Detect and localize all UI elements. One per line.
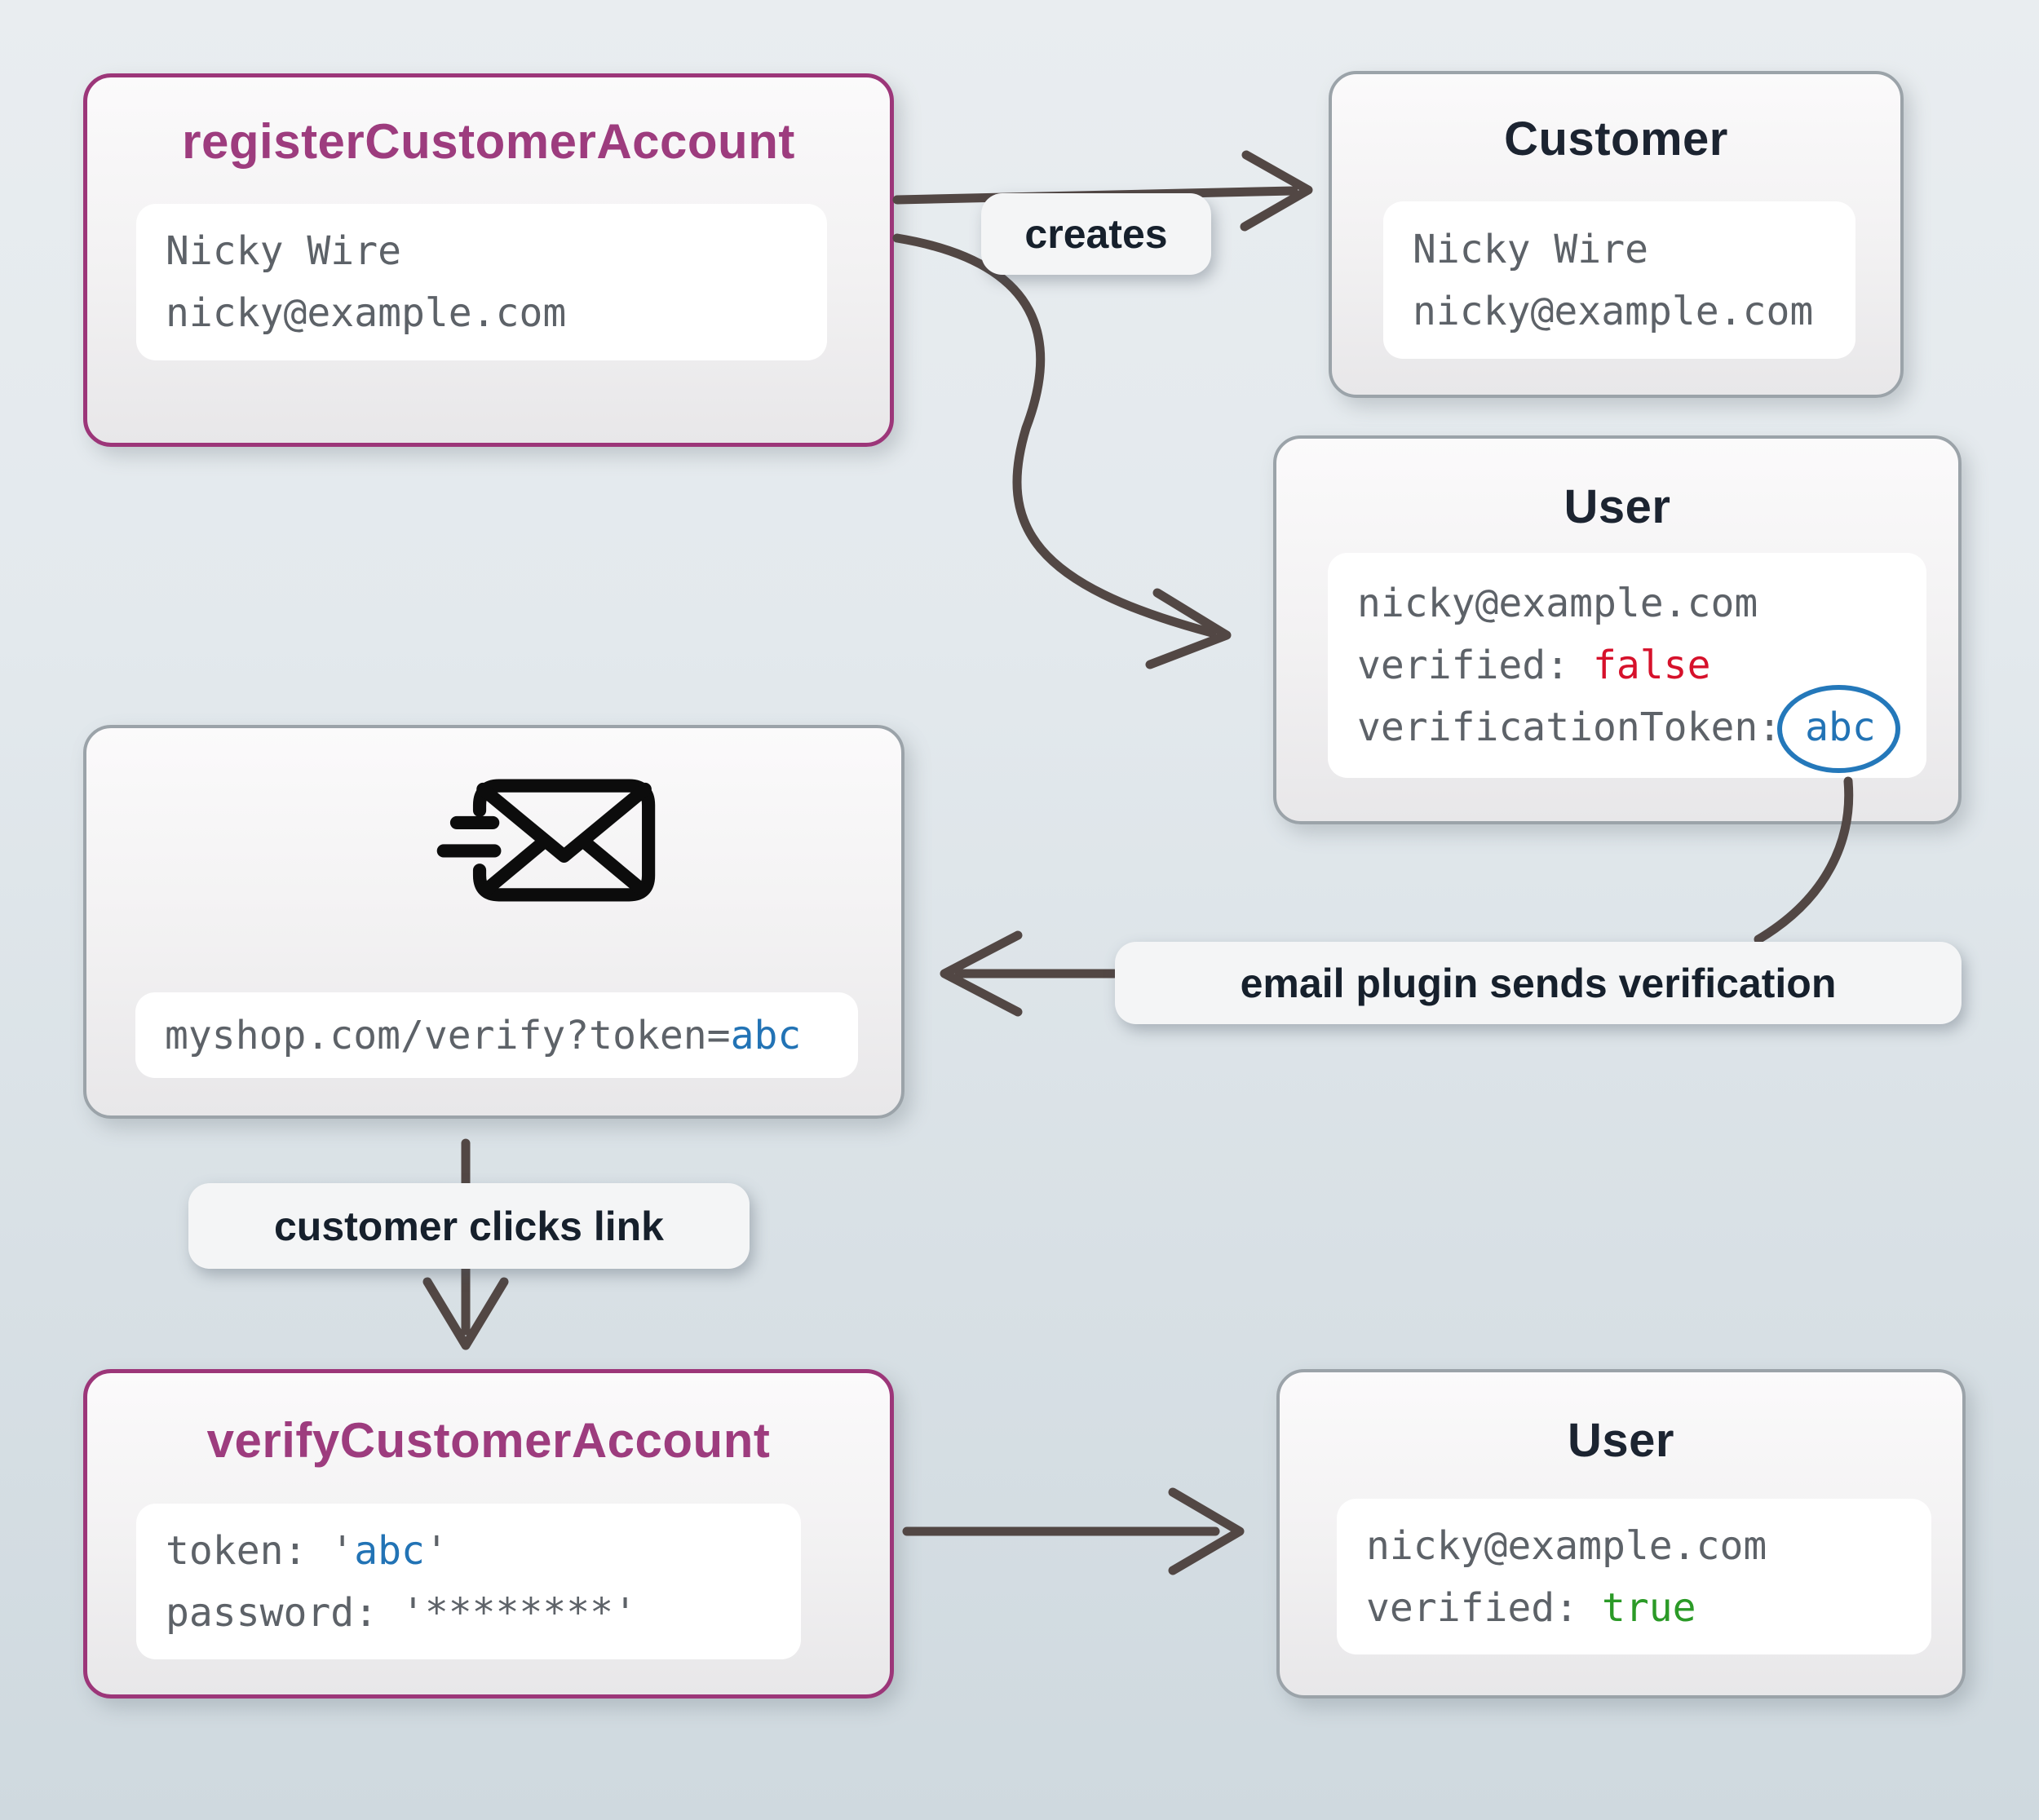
email-plugin-arrowhead	[940, 930, 1023, 1017]
creates-user-arrow-shaft	[892, 233, 1217, 638]
token-value: abc	[354, 1527, 425, 1574]
register-payload-box: Nicky Wire nicky@example.com	[136, 204, 827, 360]
customer-email-line: nicky@example.com	[1413, 288, 1814, 334]
user-unverified-email-line: nicky@example.com	[1357, 581, 1758, 626]
user-unverified-token-line: verificationToken: abc	[1357, 685, 1900, 773]
clicks-link-arrowhead	[422, 1277, 509, 1350]
node-title-user-unverified: User	[1564, 480, 1671, 533]
customer-name-line: Nicky Wire	[1413, 226, 1648, 272]
user-verified-verified-line: verified: true	[1366, 1577, 1902, 1639]
token-suffix: '	[424, 1527, 449, 1574]
register-email-line: nicky@example.com	[166, 290, 567, 336]
creates-customer-arrowhead	[1240, 150, 1313, 232]
verify-customer-account-node: verifyCustomerAccount token: 'abc' passw…	[83, 1369, 894, 1699]
node-title-customer: Customer	[1504, 113, 1728, 166]
verify-password-line: password: '********'	[166, 1589, 637, 1636]
send-email-icon	[436, 779, 656, 902]
verified-label: verified:	[1366, 1584, 1602, 1631]
verification-token-label: verificationToken:	[1357, 705, 1806, 750]
token-highlight-circle: abc	[1777, 685, 1900, 773]
register-name-line: Nicky Wire	[166, 228, 401, 274]
user-unverified-verified-line: verified: false	[1357, 634, 1897, 696]
customer-payload-box: Nicky Wire nicky@example.com	[1383, 201, 1855, 359]
email-plugin-label: email plugin sends verification	[1115, 942, 1962, 1024]
verify-token-line: token: 'abc'	[166, 1520, 772, 1582]
creates-label: creates	[981, 193, 1211, 275]
node-title-verify: verifyCustomerAccount	[206, 1413, 771, 1468]
verification-link-line: myshop.com/verify?token=abc	[165, 1005, 829, 1067]
user-unverified-payload-box: nicky@example.com verified: false verifi…	[1328, 553, 1926, 778]
email-node: myshop.com/verify?token=abc	[83, 725, 905, 1119]
customer-clicks-link-label: customer clicks link	[188, 1183, 750, 1269]
verify-user-arrowhead	[1168, 1487, 1245, 1575]
register-customer-account-node: registerCustomerAccount Nicky Wire nicky…	[83, 73, 894, 447]
verified-value-true: true	[1601, 1584, 1696, 1631]
token-prefix: token: '	[166, 1527, 355, 1574]
node-title-register: registerCustomerAccount	[182, 114, 795, 169]
verify-payload-box: token: 'abc' password: '********'	[136, 1504, 801, 1659]
user-verified-email-line: nicky@example.com	[1366, 1522, 1767, 1569]
node-title-user-verified: User	[1568, 1414, 1674, 1467]
creates-user-arrowhead	[1145, 588, 1232, 669]
verification-url-token: abc	[730, 1012, 802, 1058]
verification-link-box: myshop.com/verify?token=abc	[135, 992, 858, 1078]
user-verified-node: User nicky@example.com verified: true	[1276, 1369, 1966, 1699]
token-value: abc	[1805, 705, 1876, 750]
verified-label: verified:	[1357, 643, 1593, 688]
user-verified-payload-box: nicky@example.com verified: true	[1337, 1499, 1931, 1654]
user-unverified-node: User nicky@example.com verified: false v…	[1273, 435, 1962, 824]
verification-url-prefix: myshop.com/verify?token=	[165, 1012, 731, 1058]
verified-value-false: false	[1592, 643, 1711, 688]
customer-node: Customer Nicky Wire nicky@example.com	[1329, 71, 1904, 398]
